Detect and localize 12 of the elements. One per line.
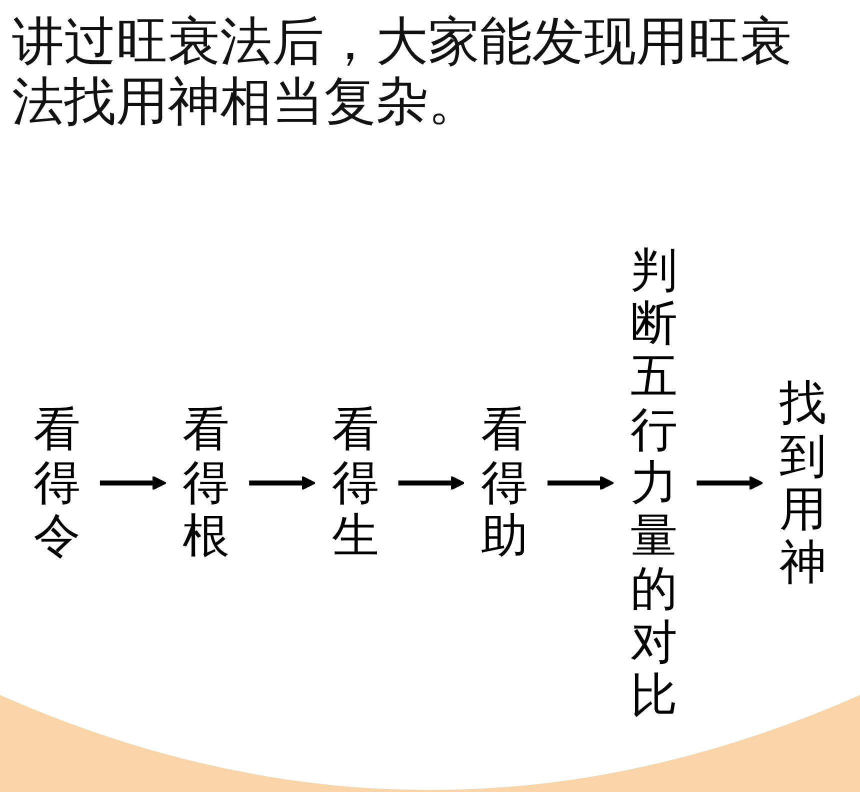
arrow xyxy=(548,476,614,490)
step-text: 看得根 xyxy=(182,403,230,563)
step-text: 找到用神 xyxy=(780,376,826,590)
arrow xyxy=(696,476,764,490)
arrow xyxy=(398,476,465,490)
step-text: 看得助 xyxy=(481,403,528,563)
arrow xyxy=(100,476,166,490)
step-text: 判断五行力量的对比 xyxy=(630,244,678,722)
arrow xyxy=(249,476,316,490)
step-text: 看得生 xyxy=(332,403,379,563)
step-text: 看得令 xyxy=(34,403,80,563)
title-text: 讲过旺衰法后，大家能发现用旺衰法找用神相当复杂。 xyxy=(12,12,793,132)
